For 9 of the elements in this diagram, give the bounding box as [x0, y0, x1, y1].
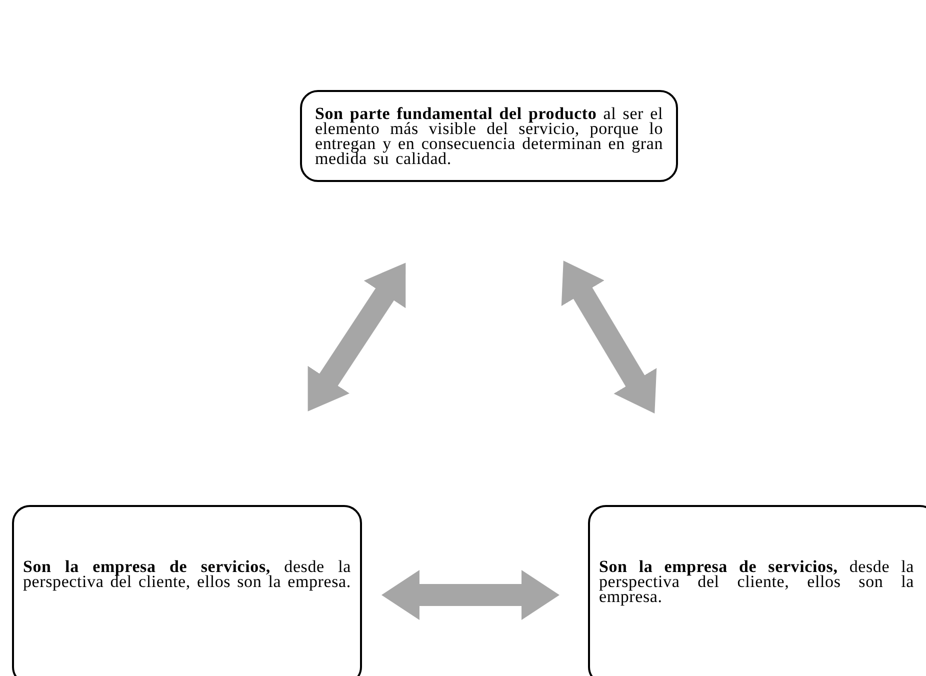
rounded-text-box — [12, 505, 362, 676]
double-block-arrow — [308, 262, 406, 412]
rounded-text-box — [588, 505, 926, 676]
box-text: Son parte fundamental del producto al ser el elemento más visible del servicio, porque lo entregan y en consecuencia determinan en gran medida su calidad. — [315, 106, 663, 166]
rounded-text-box — [300, 90, 678, 182]
box-text: Son la empresa de servicios, desde la perspectiva del cliente, ellos son la empresa. — [23, 559, 351, 589]
box-text: Son la empresa de servicios, desde la perspectiva del cliente, ellos son la empresa. — [599, 559, 914, 604]
double-block-arrow — [561, 260, 657, 414]
double-block-arrow — [381, 570, 560, 620]
